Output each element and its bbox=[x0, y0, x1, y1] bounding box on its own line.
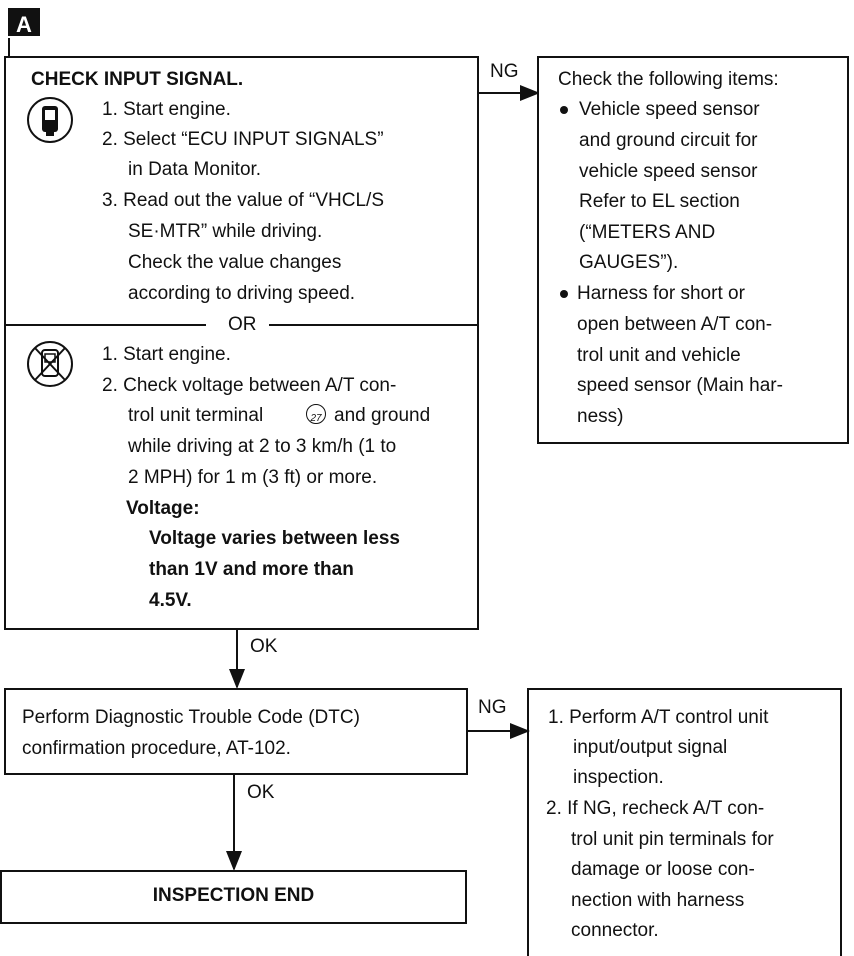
ng2-label: NG bbox=[478, 697, 507, 718]
consult-step-3b: SE·MTR” while driving. bbox=[128, 221, 323, 242]
ng2-action-box: 1. Perform A/T control unit input/output… bbox=[527, 688, 842, 956]
consult-step-1: 1. Start engine. bbox=[102, 99, 231, 120]
consult-step-2b: in Data Monitor. bbox=[128, 159, 262, 180]
left-margin-rule bbox=[8, 38, 10, 58]
ng2-line6: damage or loose con- bbox=[571, 859, 755, 880]
noconsult-step-2: 2. Check voltage between A/T con- bbox=[102, 375, 397, 396]
ng1-bullet-2 bbox=[560, 290, 568, 298]
ng1-label: NG bbox=[490, 61, 519, 82]
voltage-spec-2: than 1V and more than bbox=[149, 559, 354, 580]
voltage-label: Voltage: bbox=[126, 498, 200, 519]
voltage-spec-1: Voltage varies between less bbox=[149, 528, 400, 549]
inspection-end-label: INSPECTION END bbox=[152, 885, 315, 906]
ng2-line1: 1. Perform A/T control unit bbox=[548, 707, 769, 728]
ng2-line5: trol unit pin terminals for bbox=[571, 829, 774, 850]
ng1-heading: Check the following items: bbox=[558, 69, 779, 90]
noconsult-step-2b: trol unit terminal bbox=[128, 405, 264, 426]
step2-line1: Perform Diagnostic Trouble Code (DTC) bbox=[22, 707, 360, 728]
voltage-spec-3: 4.5V. bbox=[149, 590, 192, 611]
ng2-line3: inspection. bbox=[573, 767, 664, 788]
consult-step-3: 3. Read out the value of “VHCL/S bbox=[102, 190, 384, 211]
no-consult-icon bbox=[26, 338, 74, 390]
noconsult-step-2c: and ground bbox=[334, 405, 431, 426]
ng1-b1-line3: vehicle speed sensor bbox=[579, 161, 758, 182]
ng1-b1-line5: (“METERS AND bbox=[579, 222, 716, 243]
ng2-line8: connector. bbox=[571, 920, 659, 941]
ng1-b1-line2: and ground circuit for bbox=[579, 130, 758, 151]
consult-step-2: 2. Select “ECU INPUT SIGNALS” bbox=[102, 129, 384, 150]
noconsult-step-1: 1. Start engine. bbox=[102, 344, 231, 365]
or-separator-left bbox=[6, 324, 206, 326]
check-input-signal-box: CHECK INPUT SIGNAL. 1. Start engine. 2. … bbox=[4, 56, 479, 630]
ng2-line4: 2. If NG, recheck A/T con- bbox=[546, 798, 765, 819]
consult-step-3c: Check the value changes bbox=[128, 252, 342, 273]
step2-line2: confirmation procedure, AT-102. bbox=[22, 738, 291, 759]
step1-title: CHECK INPUT SIGNAL. bbox=[31, 69, 244, 90]
or-separator-right bbox=[269, 324, 477, 326]
noconsult-step-2e: 2 MPH) for 1 m (3 ft) or more. bbox=[128, 467, 378, 488]
ng1-b2-line1: Harness for short or bbox=[577, 283, 745, 304]
ng1-b2-line2: open between A/T con- bbox=[577, 314, 773, 335]
terminal-number-circle: 27 bbox=[306, 404, 326, 424]
ng2-line2: input/output signal bbox=[573, 737, 728, 758]
ng1-b2-line5: ness) bbox=[577, 406, 624, 427]
ng1-b1-line4: Refer to EL section bbox=[579, 191, 740, 212]
noconsult-step-2d: while driving at 2 to 3 km/h (1 to bbox=[128, 436, 397, 457]
ok2-label: OK bbox=[247, 782, 275, 803]
ng2-line7: nection with harness bbox=[571, 890, 745, 911]
ng1-b2-line4: speed sensor (Main har- bbox=[577, 375, 783, 396]
dtc-confirmation-box: Perform Diagnostic Trouble Code (DTC) co… bbox=[4, 688, 468, 775]
ng1-bullet-1 bbox=[560, 106, 568, 114]
ok1-label: OK bbox=[250, 636, 278, 657]
consult-tool-icon bbox=[26, 94, 74, 146]
ng1-b1-line1: Vehicle speed sensor bbox=[579, 99, 760, 120]
or-label: OR bbox=[228, 314, 257, 335]
consult-step-3d: according to driving speed. bbox=[128, 283, 356, 304]
ng1-b2-line3: trol unit and vehicle bbox=[577, 345, 741, 366]
ng1-check-items-box: Check the following items: Vehicle speed… bbox=[537, 56, 849, 444]
inspection-end-box: INSPECTION END bbox=[0, 870, 467, 924]
section-label: A bbox=[8, 8, 40, 37]
ng1-b1-line6: GAUGES”). bbox=[579, 252, 679, 273]
